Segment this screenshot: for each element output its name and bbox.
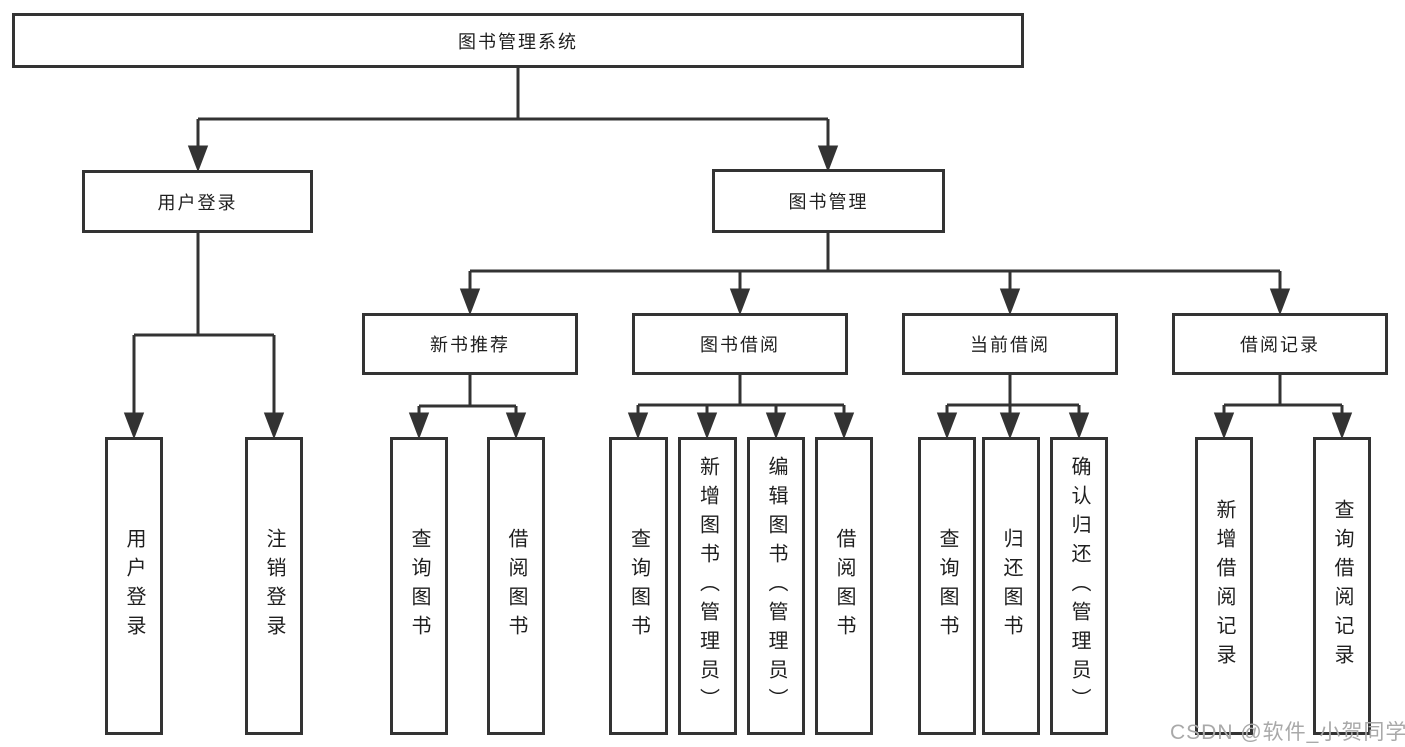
leaf-confirm-return-admin-label: 确认归还（管理员）	[1068, 455, 1090, 717]
leaf-borrow-books: 借阅图书	[815, 437, 873, 735]
node-current-borrow-label: 当前借阅	[970, 335, 1050, 355]
leaf-query-books-current: 查询图书	[918, 437, 976, 735]
node-book-borrow: 图书借阅	[632, 313, 848, 375]
node-current-borrow: 当前借阅	[902, 313, 1118, 375]
node-user-login: 用户登录	[82, 170, 313, 233]
leaf-query-books-recommend-label: 查询图书	[408, 528, 430, 644]
connector-current-borrow-to-leaves	[936, 375, 1090, 440]
leaf-confirm-return-admin: 确认归还（管理员）	[1050, 437, 1108, 735]
connector-book-management-to-level3	[459, 233, 1291, 316]
leaf-logout: 注销登录	[245, 437, 303, 735]
connector-root-to-level2	[187, 68, 839, 173]
leaf-user-login: 用户登录	[105, 437, 163, 735]
leaf-borrow-books-recommend: 借阅图书	[487, 437, 545, 735]
leaf-query-books-borrow: 查询图书	[609, 437, 668, 735]
csdn-watermark: CSDN @软件_小贺同学	[1170, 721, 1405, 744]
leaf-user-login-label: 用户登录	[123, 528, 145, 644]
leaf-return-books: 归还图书	[982, 437, 1040, 735]
leaf-add-books-admin: 新增图书（管理员）	[678, 437, 737, 735]
node-borrow-records: 借阅记录	[1172, 313, 1388, 375]
connector-new-book-to-leaves	[408, 375, 527, 440]
leaf-query-books-borrow-label: 查询图书	[627, 528, 650, 644]
node-new-book-recommend: 新书推荐	[362, 313, 578, 375]
node-new-book-recommend-label: 新书推荐	[430, 335, 510, 355]
node-user-login-label: 用户登录	[157, 192, 238, 213]
leaf-return-books-label: 归还图书	[1000, 528, 1022, 644]
leaf-borrow-books-label: 借阅图书	[833, 528, 855, 644]
connector-borrow-records-to-leaves	[1213, 375, 1353, 440]
connector-user-login-to-leaves	[123, 233, 285, 440]
node-root-system: 图书管理系统	[12, 13, 1024, 68]
node-root-system-label: 图书管理系统	[458, 31, 578, 52]
node-book-management-label: 图书管理	[788, 192, 869, 212]
leaf-logout-label: 注销登录	[263, 528, 285, 644]
leaf-add-borrow-record-label: 新增借阅记录	[1213, 499, 1235, 673]
leaf-add-borrow-record: 新增借阅记录	[1195, 437, 1253, 735]
leaf-borrow-books-recommend-label: 借阅图书	[505, 528, 527, 644]
leaf-query-borrow-record: 查询借阅记录	[1313, 437, 1371, 735]
leaf-add-books-admin-label: 新增图书（管理员）	[696, 455, 719, 717]
leaf-query-books-current-label: 查询图书	[936, 528, 958, 644]
leaf-query-books-recommend: 查询图书	[390, 437, 448, 735]
node-book-borrow-label: 图书借阅	[700, 335, 780, 355]
leaf-edit-books-admin-label: 编辑图书（管理员）	[765, 455, 787, 717]
node-borrow-records-label: 借阅记录	[1240, 335, 1320, 355]
leaf-edit-books-admin: 编辑图书（管理员）	[747, 437, 805, 735]
connector-book-borrow-to-leaves	[627, 375, 855, 440]
leaf-query-borrow-record-label: 查询借阅记录	[1331, 499, 1353, 673]
node-book-management: 图书管理	[712, 169, 945, 233]
